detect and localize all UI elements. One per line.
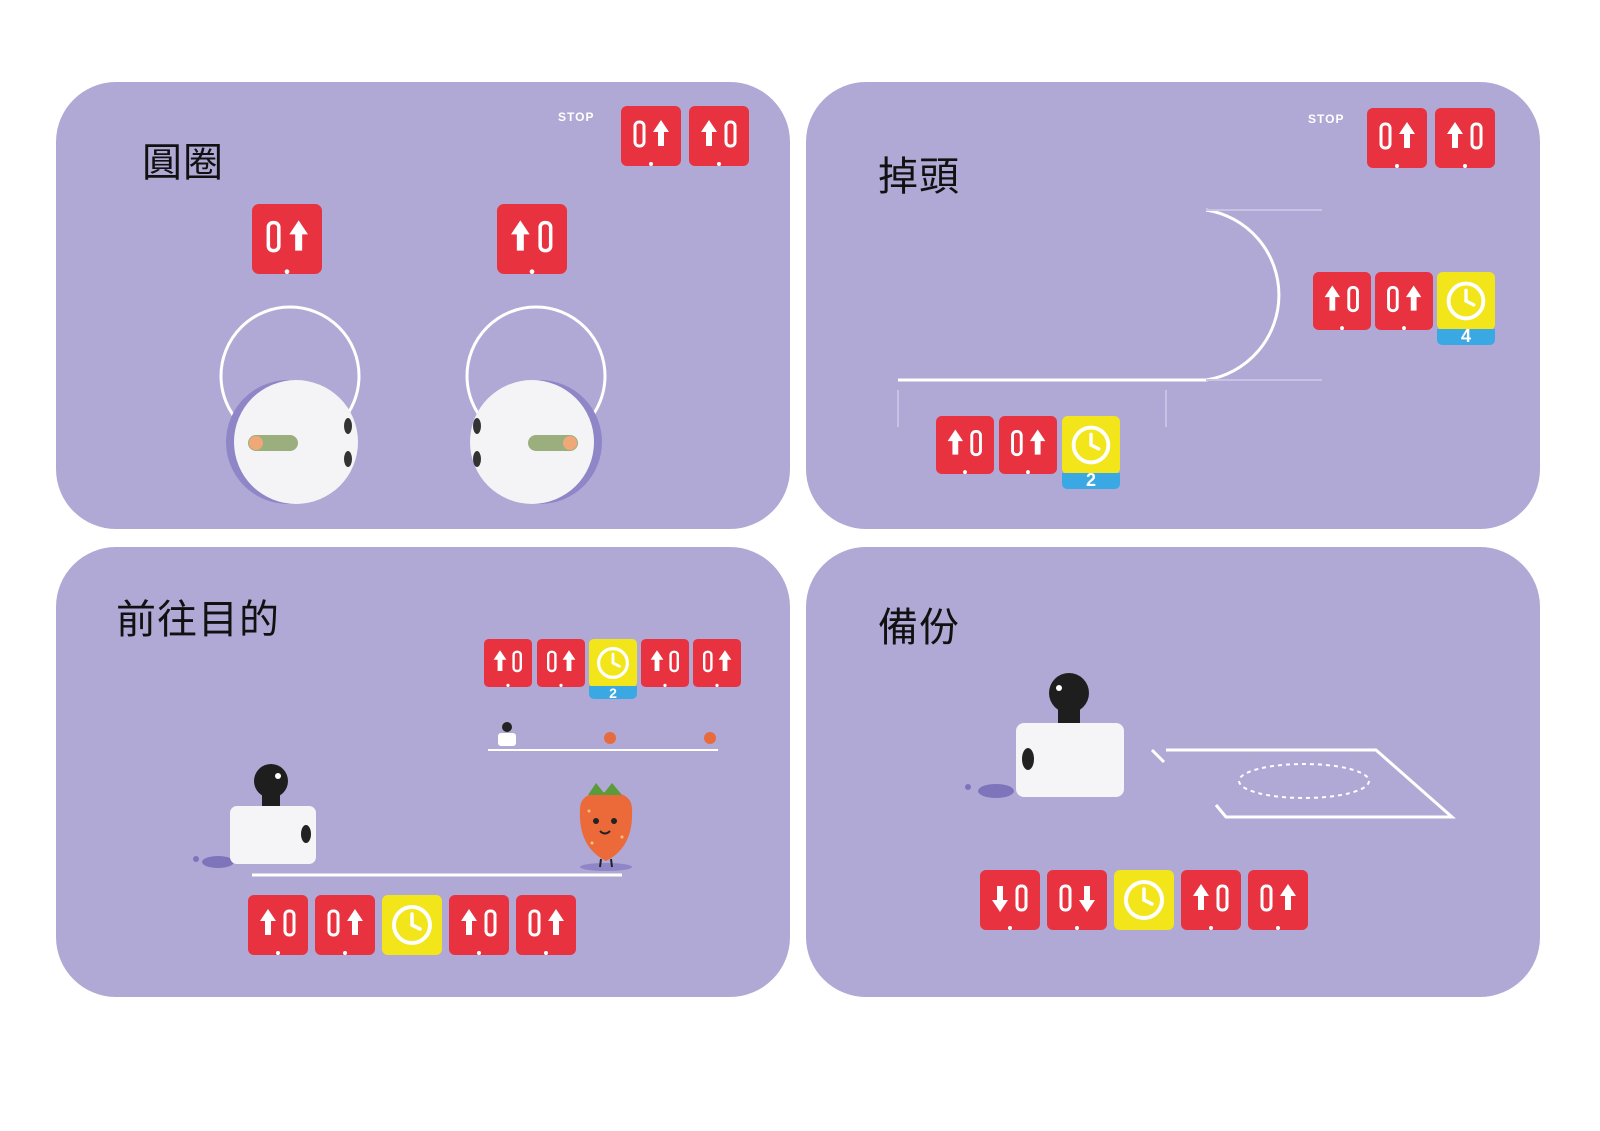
- left-forward-icon: [484, 639, 532, 687]
- seq-small-left-forward-2[interactable]: [641, 639, 689, 687]
- right-forward-button[interactable]: [621, 106, 681, 166]
- right-forward-icon: [252, 204, 322, 274]
- robot-circle-illustration: [219, 305, 607, 504]
- timer-icon: [1114, 870, 1174, 930]
- right-forward-icon: [516, 895, 576, 955]
- right-backward-icon: [1047, 870, 1107, 930]
- seq-large-right-forward[interactable]: [315, 895, 375, 955]
- panel-block-right-forward[interactable]: [252, 204, 322, 274]
- right-forward-icon: [537, 639, 585, 687]
- seq-upper-right-forward[interactable]: [1375, 272, 1433, 330]
- seq-left-forward[interactable]: [1181, 870, 1241, 930]
- seq-lower-left-forward[interactable]: [936, 416, 994, 474]
- timer-duration-badge: 2: [1062, 470, 1120, 490]
- seq-large-left-forward[interactable]: [248, 895, 308, 955]
- left-forward-icon: [641, 639, 689, 687]
- panel-title: 掉頭: [878, 154, 960, 200]
- timer-duration-badge: 4: [1437, 326, 1495, 346]
- right-forward-icon: [1375, 272, 1433, 330]
- seq-small-timer[interactable]: 2: [589, 639, 637, 701]
- timer-icon: [1437, 272, 1495, 330]
- seq-small-right-forward[interactable]: [537, 639, 585, 687]
- u-turn-path-illustration: [897, 208, 1322, 427]
- right-forward-button[interactable]: [1367, 108, 1427, 168]
- seq-right-backward[interactable]: [1047, 870, 1107, 930]
- panel-title: 前往目的: [116, 597, 280, 643]
- left-forward-button[interactable]: [1435, 108, 1495, 168]
- left-forward-icon: [1313, 272, 1371, 330]
- timer-icon: [589, 639, 637, 687]
- seq-lower-timer[interactable]: 2: [1062, 416, 1120, 490]
- seq-small-left-forward[interactable]: [484, 639, 532, 687]
- seq-large-left-forward-2[interactable]: [449, 895, 509, 955]
- right-forward-icon: [999, 416, 1057, 474]
- left-forward-icon: [449, 895, 509, 955]
- left-forward-icon: [1435, 108, 1495, 168]
- stop-label: STOP: [1308, 112, 1345, 126]
- seq-timer[interactable]: [1114, 870, 1174, 930]
- left-forward-icon: [248, 895, 308, 955]
- panel-title: 備份: [878, 605, 960, 651]
- panel-backup: 備份: [806, 547, 1540, 997]
- destination-illustration: [193, 722, 718, 877]
- panel-circle: 圓圈 STOP: [56, 82, 790, 529]
- seq-upper-timer[interactable]: 4: [1437, 272, 1495, 346]
- seq-right-forward[interactable]: [1248, 870, 1308, 930]
- timer-duration-badge: 2: [589, 685, 637, 701]
- panel-title: 圓圈: [142, 140, 224, 186]
- panel-u-turn: 掉頭 STOP 4 2: [806, 82, 1540, 529]
- seq-left-backward[interactable]: [980, 870, 1040, 930]
- left-forward-icon: [689, 106, 749, 166]
- backup-illustration: [965, 673, 1456, 819]
- right-forward-icon: [1367, 108, 1427, 168]
- seq-upper-left-forward[interactable]: [1313, 272, 1371, 330]
- right-forward-icon: [621, 106, 681, 166]
- panel-go-to-destination: 前往目的 2: [56, 547, 790, 997]
- seq-large-timer[interactable]: [382, 895, 442, 955]
- timer-icon: [1062, 416, 1120, 474]
- left-forward-icon: [1181, 870, 1241, 930]
- left-forward-button[interactable]: [689, 106, 749, 166]
- left-backward-icon: [980, 870, 1040, 930]
- timer-icon: [382, 895, 442, 955]
- panel-block-left-forward[interactable]: [497, 204, 567, 274]
- right-forward-icon: [315, 895, 375, 955]
- stop-label: STOP: [558, 110, 595, 124]
- seq-lower-right-forward[interactable]: [999, 416, 1057, 474]
- seq-small-right-forward-2[interactable]: [693, 639, 741, 687]
- seq-large-right-forward-2[interactable]: [516, 895, 576, 955]
- right-forward-icon: [1248, 870, 1308, 930]
- left-forward-icon: [936, 416, 994, 474]
- left-forward-icon: [497, 204, 567, 274]
- right-forward-icon: [693, 639, 741, 687]
